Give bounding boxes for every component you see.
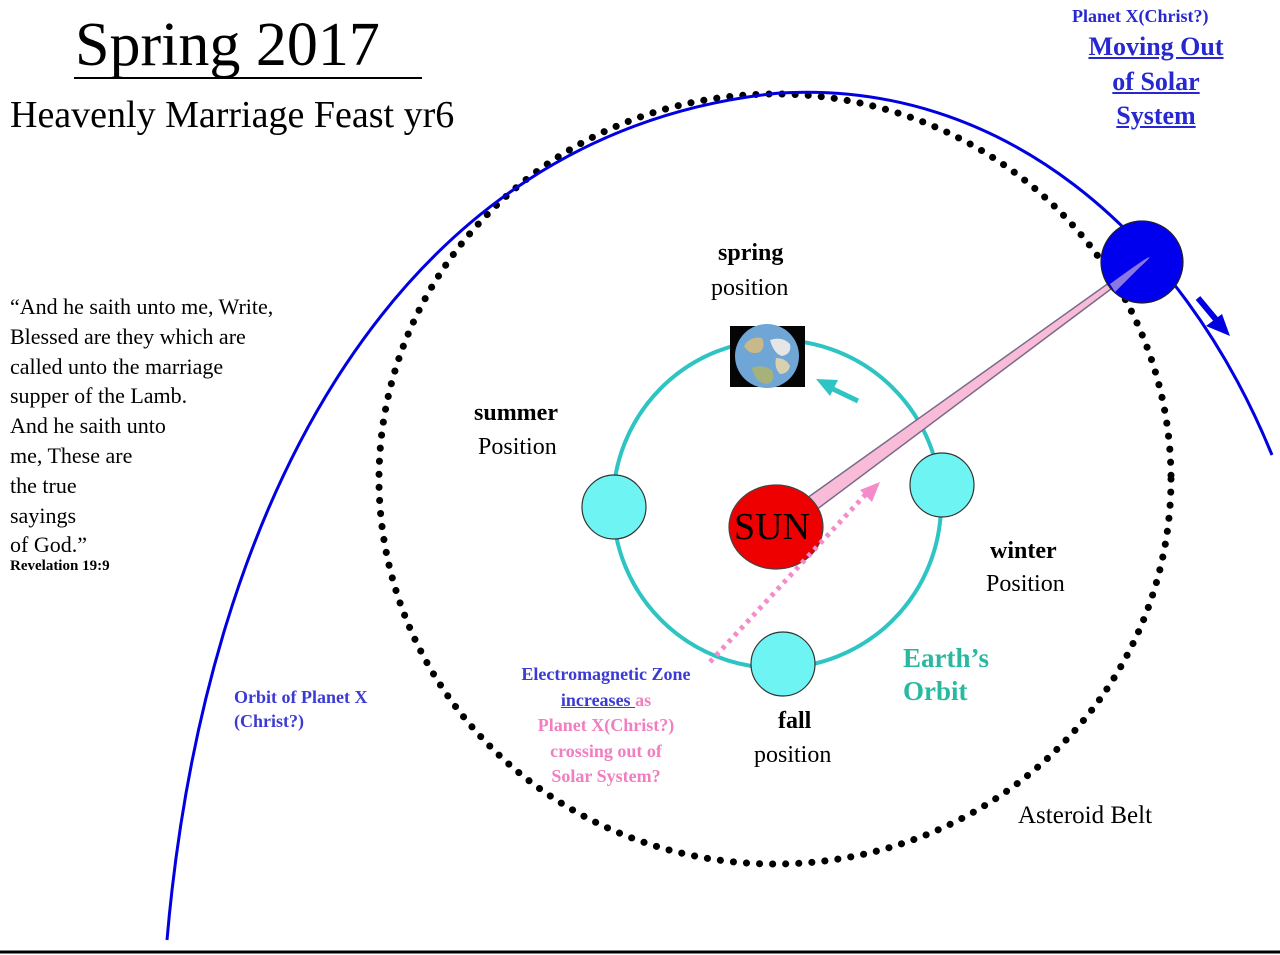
earth-spring-icon [730,324,805,388]
scripture-reference: Revelation 19:9 [10,558,110,574]
earth-fall [750,631,816,697]
earth-direction-arrow-icon [816,379,860,404]
ez-line-2: increases as [500,688,712,714]
spring-position-label: position [711,275,789,301]
quote-line: “And he saith unto me, Write, [10,294,274,319]
planet-x-moving-label: Moving Out of Solar System [1068,30,1244,134]
fall-label: fall [778,708,812,734]
asteroid-belt-ring [375,90,1175,868]
moving-line: Moving Out [1088,32,1224,61]
ez-line: crossing out of [550,740,662,761]
quote-line: of God.” [10,532,87,558]
moving-line: System [1116,101,1196,130]
asteroid-belt-label: Asteroid Belt [1018,802,1153,829]
summer-position-label: Position [478,434,557,460]
quote-line: sayings [10,502,76,528]
winter-label: winter [990,538,1057,564]
winter-position-label: Position [986,571,1065,597]
quote-line: me, These are [10,442,133,468]
electromagnetic-zone-tip [1110,257,1150,292]
ez-line: Planet X(Christ?) [537,715,675,735]
planet-x-direction-arrow-icon [1195,296,1230,336]
ez-as: as [635,689,652,710]
quote-line: Blessed are they which are [10,323,246,349]
planet-x-orbit-label: Orbit of Planet X (Christ?) [234,685,367,733]
earth-orbit-line: Earth’s [903,643,989,673]
ez-increases: increases [560,689,636,710]
summer-label: summer [474,400,558,426]
page-title: Spring 2017 [75,11,380,79]
quote-line: the true [10,472,77,498]
spring-label: spring [718,240,784,266]
ez-line: Electromagnetic Zone [521,664,691,684]
sun-label: SUN [734,506,811,548]
moving-line: of Solar [1112,66,1200,96]
planet-x-heading: Planet X(Christ?) [1072,6,1209,26]
electromagnetic-arrow-icon [708,482,880,664]
earth-orbit-line: Orbit [903,676,968,706]
quote-line: And he saith unto [10,413,166,439]
electromagnetic-zone-label: Electromagnetic Zone increases as Planet… [500,662,712,790]
earth-winter [909,452,975,518]
scripture-quote: “And he saith unto me, Write, Blessed ar… [10,292,330,560]
orbit-label-line: Orbit of Planet X [234,687,368,707]
title-underline [74,77,422,79]
page-subtitle: Heavenly Marriage Feast yr6 [10,94,455,136]
quote-line: called unto the marriage [10,353,224,379]
fall-position-label: position [754,742,832,768]
earth-orbit-label: Earth’s Orbit [903,642,989,708]
sun [728,484,824,570]
earth-summer [581,474,647,540]
orbit-label-line: (Christ?) [234,711,304,731]
ez-line: Solar System? [551,766,661,786]
quote-line: supper of the Lamb. [10,383,188,409]
